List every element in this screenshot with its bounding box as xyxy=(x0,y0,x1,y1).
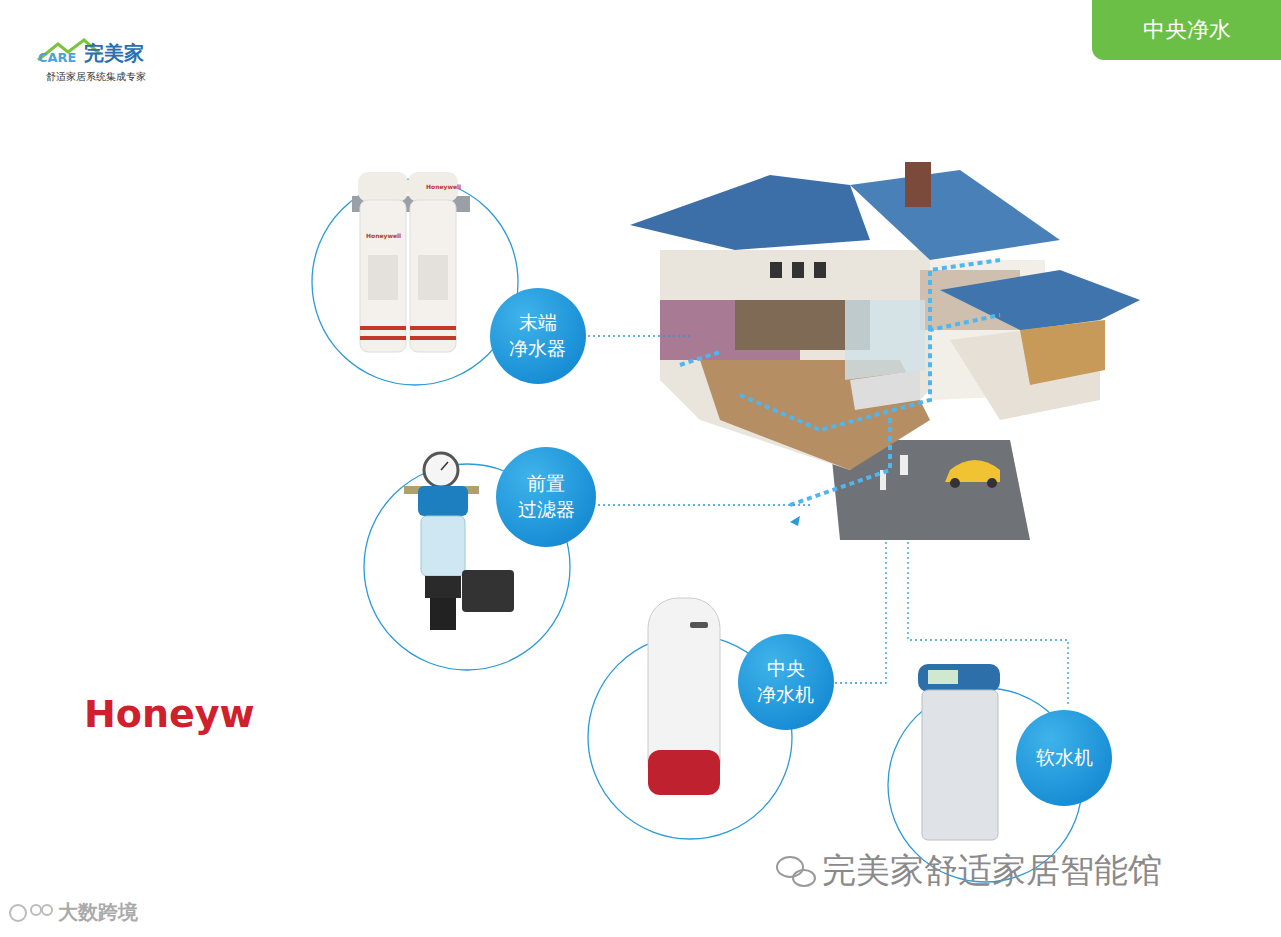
label-disc: 前置 过滤器 xyxy=(496,447,596,547)
logo-text: 舒适家居系统集成专家 xyxy=(46,70,146,84)
node-label: 中央 净水机 xyxy=(754,656,818,707)
wechat-icon xyxy=(777,857,815,886)
house-illustration xyxy=(630,162,1140,540)
product-circle xyxy=(312,179,518,385)
node-label: 末端 净水器 xyxy=(506,310,570,361)
water-softener xyxy=(918,664,1000,840)
pre-filter xyxy=(404,453,514,630)
node-label: 软水机 xyxy=(1032,745,1096,771)
logo-text: Honeywell xyxy=(366,232,401,239)
leader-line xyxy=(588,336,1068,704)
title: 中央净水 xyxy=(1143,15,1231,45)
title-tab: 中央净水 xyxy=(1092,0,1281,60)
label-disc: 末端 净水器 xyxy=(490,288,586,384)
logo-text: CARE xyxy=(38,50,77,65)
watermark-icon xyxy=(10,905,52,921)
watermark: 完美家舒适家居智能馆 xyxy=(822,848,1162,894)
central-purifier xyxy=(648,598,720,795)
logo-text: 完美家 xyxy=(84,40,144,67)
logo-text: Honeywell xyxy=(426,183,461,190)
label-disc: 软水机 xyxy=(1016,710,1112,806)
watermark: 大数跨境 xyxy=(58,899,138,926)
label-disc: 中央 净水机 xyxy=(738,634,834,730)
brand-logo: Honeyw xyxy=(84,692,255,736)
node-label: 前置 过滤器 xyxy=(514,471,578,522)
terminal-purifier xyxy=(352,172,470,352)
